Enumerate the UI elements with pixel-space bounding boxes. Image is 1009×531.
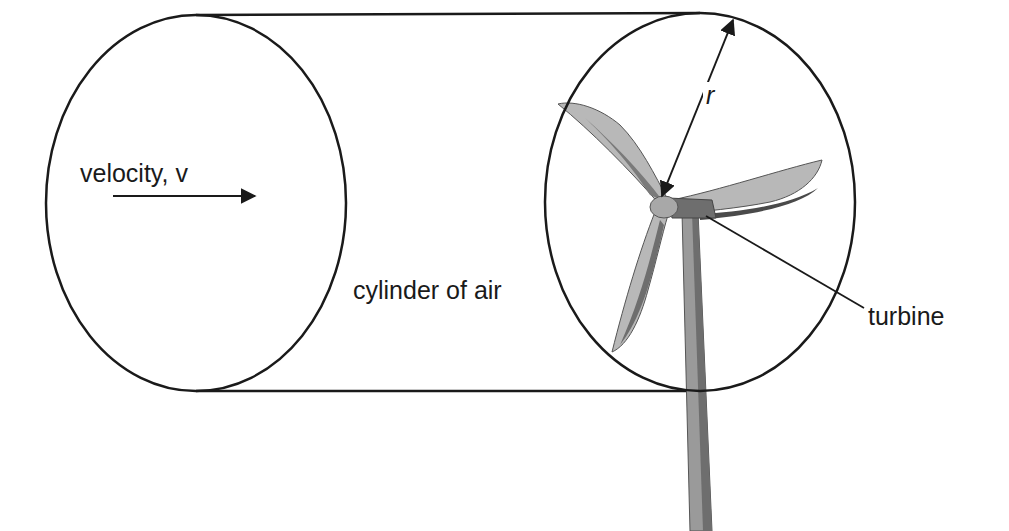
turbine-blade <box>612 212 668 352</box>
velocity-label: velocity, v <box>80 160 188 188</box>
turbine-tower <box>682 212 712 531</box>
blade-shade <box>585 118 662 200</box>
blade-shade <box>700 188 818 220</box>
velocity-arrow <box>113 195 255 197</box>
cylinder-edge <box>196 13 700 15</box>
radius-arrow <box>662 20 733 196</box>
turbine-hub <box>650 196 678 218</box>
cylinder-edge <box>196 390 700 393</box>
turbine-blade <box>558 103 668 205</box>
leader-line <box>706 216 864 308</box>
cylinder-end <box>46 15 346 391</box>
cylinder-end <box>545 13 855 391</box>
part-label: turbine <box>868 303 944 331</box>
region-label: cylinder of air <box>350 277 505 305</box>
tower-shade <box>692 212 712 531</box>
dimension-label: r <box>703 82 717 110</box>
blade-shade <box>620 220 664 345</box>
